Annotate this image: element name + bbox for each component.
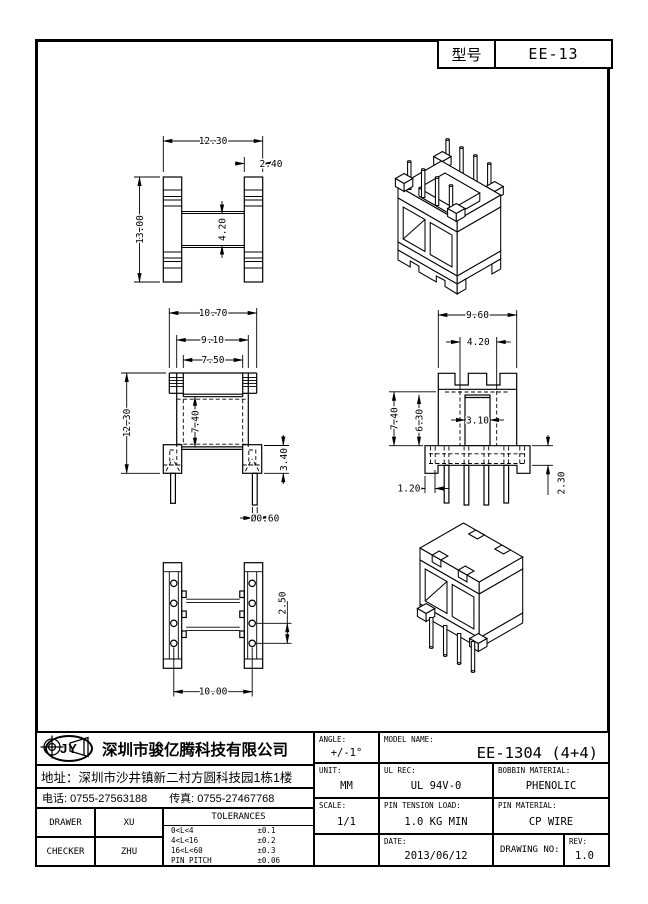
phone-text: 电话: 0755-27563188	[42, 793, 148, 805]
dim-end-base: 2.30	[557, 471, 568, 494]
drawer-value: XU	[96, 809, 162, 838]
dim-front-height: 12.30	[122, 408, 133, 437]
company-row: JY 深圳市骏亿腾科技有限公司	[37, 733, 313, 766]
iso-view-pins-down	[416, 522, 524, 673]
front-view: 10.70 9.10 7.50 12.30 7.40 3.40 Ø0.60	[121, 307, 292, 527]
rev-cell: REV: 1.0	[565, 835, 604, 865]
dim-bottom-row: 10.00	[199, 687, 228, 698]
drawer-label: DRAWER	[37, 809, 94, 838]
drawing-no-cell: DRAWING NO:	[494, 835, 565, 865]
pin-tension-cell: PIN TENSION LOAD: 1.0 KG MIN	[380, 799, 494, 833]
title-block: JY 深圳市骏亿腾科技有限公司 地址：深圳市沙井镇新二村方圆科技园1栋1楼 电话…	[35, 731, 610, 867]
side-view: 12.30 2.40 13.00 4.20	[134, 135, 284, 283]
model-number-box: 型号 EE-13	[437, 39, 613, 69]
dim-side-flange: 2.40	[260, 159, 283, 170]
tolerances-title: TOLERANCES	[164, 809, 313, 826]
title-block-left: JY 深圳市骏亿腾科技有限公司 地址：深圳市沙井镇新二村方圆科技园1栋1楼 电话…	[37, 733, 315, 865]
title-block-right: ANGLE: +/-1° MODEL NAME: EE-1304 (4+4) U…	[40, 733, 608, 865]
scale-cell: SCALE: 1/1	[315, 799, 380, 833]
dim-front-inner: 7.50	[202, 355, 225, 366]
dim-end-pin-offset: 1.20	[398, 484, 421, 495]
bottom-view: 2.50 10.00	[162, 562, 292, 699]
model-value: EE-13	[528, 45, 579, 63]
projection-symbol-icon	[40, 735, 89, 759]
end-view: 9.60 4.20 7.40 6.30 3.10 1.20 2.30	[388, 309, 569, 506]
address-text: 地址：深圳市沙井镇新二村方圆科技园1栋1楼	[41, 771, 293, 785]
dim-end-inner: 6.30	[415, 409, 426, 432]
dim-front-outer: 10.70	[199, 308, 228, 319]
tolerance-row: 16<L<60 ±0.3	[171, 845, 276, 855]
dim-end-upper: 7.40	[390, 407, 401, 430]
tolerance-row: PIN PITCH ±0.06	[171, 855, 280, 865]
bobbin-material-cell: BOBBIN MATERIAL: PHENOLIC	[494, 764, 608, 797]
fax-text: 传真: 0755-27467768	[169, 793, 275, 805]
dim-front-window: 7.40	[191, 410, 202, 433]
rev-value: 1.0	[575, 849, 594, 862]
dim-side-height: 13.00	[135, 215, 146, 244]
pin-tension-value: 1.0 KG MIN	[404, 815, 468, 828]
address-row: 地址：深圳市沙井镇新二村方圆科技园1栋1楼	[37, 766, 313, 789]
unit-value: MM	[340, 780, 353, 792]
pin-material-cell: PIN MATERIAL: CP WIRE	[494, 799, 608, 833]
checker-value: ZHU	[120, 846, 138, 857]
bobbin-material-value: PHENOLIC	[525, 780, 577, 792]
checker-label: CHECKER	[46, 846, 85, 857]
model-label: 型号	[439, 41, 496, 67]
dim-front-mid: 9.10	[201, 335, 224, 346]
phone-row: 电话: 0755-27563188 传真: 0755-27467768	[37, 789, 313, 809]
tolerance-row: 0<L<4 ±0.1	[171, 826, 276, 836]
iso-view-pins-up	[394, 138, 505, 295]
dim-side-window: 4.20	[218, 218, 229, 241]
dim-bottom-pitch: 2.50	[278, 591, 289, 614]
scale-value: 1/1	[337, 815, 356, 828]
company-name: 深圳市骏亿腾科技有限公司	[102, 741, 289, 759]
date-value: 2013/06/12	[404, 849, 468, 862]
drawer-checker-rows: DRAWER CHECKER XU ZHU TOLERANCES 0<L<4 ±…	[37, 809, 313, 865]
pin-material-value: CP WIRE	[528, 815, 574, 828]
model-name-cell: MODEL NAME: EE-1304 (4+4)	[380, 733, 608, 762]
dim-side-width: 12.30	[199, 136, 228, 147]
projection-symbol-cell	[40, 735, 380, 865]
dim-end-core: 3.10	[466, 416, 489, 427]
dim-front-base: 3.40	[279, 448, 290, 471]
dim-end-slot: 4.20	[467, 337, 490, 348]
dim-front-pin-dia: Ø0.60	[251, 514, 280, 525]
unit-cell: UNIT: MM	[315, 764, 380, 797]
dim-end-outer: 9.60	[466, 310, 489, 321]
date-cell: DATE: 2013/06/12	[380, 835, 494, 865]
model-name-value: EE-1304 (4+4)	[476, 744, 598, 762]
angle-cell: ANGLE: +/-1°	[315, 733, 380, 762]
ul-value: UL 94V-0	[410, 780, 462, 792]
ul-cell: UL REC: UL 94V-0	[380, 764, 494, 797]
angle-value: +/-1°	[330, 747, 363, 759]
tolerance-row: 4<L<16 ±0.2	[171, 836, 276, 846]
tolerances-cell: TOLERANCES 0<L<4 ±0.1 4<L<16 ±0.2 16<L<6…	[164, 809, 313, 865]
